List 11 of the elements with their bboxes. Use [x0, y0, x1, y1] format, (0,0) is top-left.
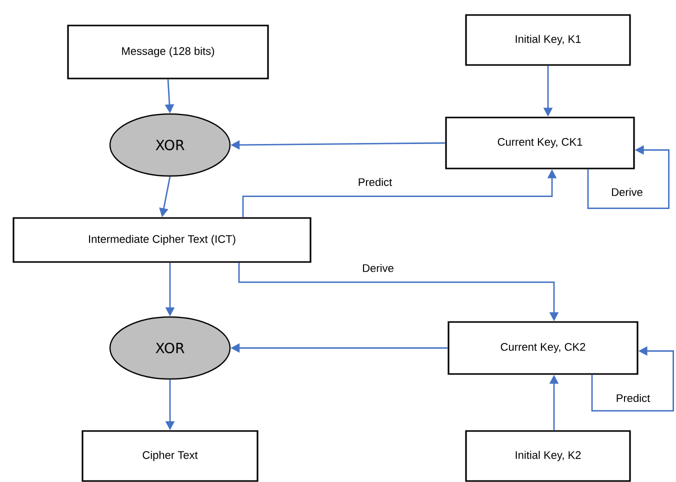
- process-box: Message (128 bits): [67, 24, 269, 80]
- process-box: Intermediate Cipher Text (ICT): [12, 217, 312, 263]
- process-box: Initial Key, K1: [465, 14, 631, 66]
- process-box: Current Key, CK2: [448, 321, 638, 375]
- edge-label: Derive: [361, 262, 395, 274]
- edge-label: Derive: [610, 186, 644, 198]
- edge-label: Predict: [614, 392, 652, 404]
- process-box: Current Key, CK1: [445, 116, 635, 170]
- process-box: Initial Key, K2: [465, 430, 631, 482]
- edge-label: Predict: [356, 176, 394, 188]
- process-box: Cipher Text: [82, 430, 258, 482]
